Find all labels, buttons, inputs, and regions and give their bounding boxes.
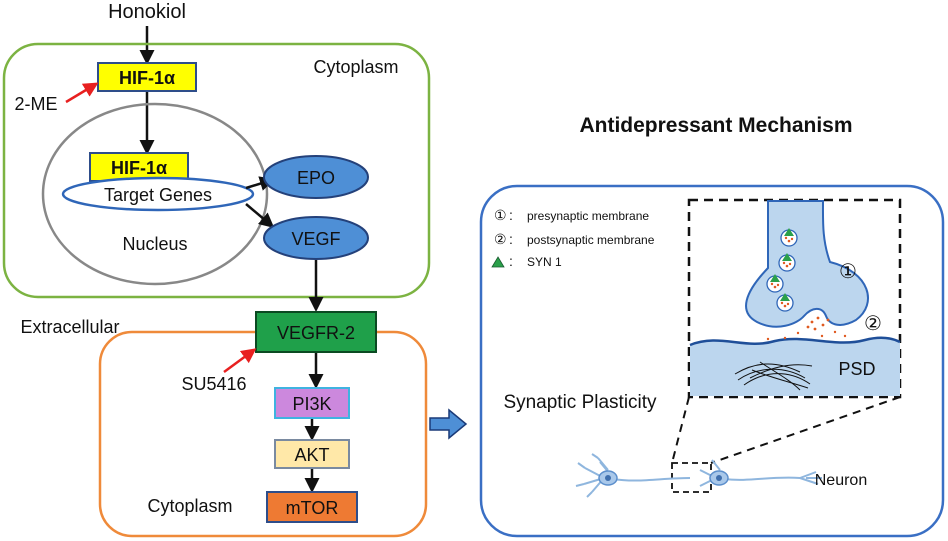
target-genes-ellipse — [61, 176, 255, 212]
hif-1a-cytoplasm-box — [97, 62, 197, 92]
cytoplasm-label-top: Cytoplasm — [313, 57, 398, 77]
zoom-guide-left — [671, 396, 690, 464]
nucleus-label: Nucleus — [122, 234, 187, 254]
neuron-illustration — [575, 453, 822, 498]
pi3k-box — [274, 387, 350, 419]
marker-presynaptic: ① — [839, 261, 857, 283]
legend-marker-2: ② — [494, 231, 507, 247]
neuron-nucleus-2 — [716, 475, 722, 481]
epo-label: EPO — [297, 168, 335, 188]
arrow-genes-to-vegf — [245, 203, 275, 228]
inhibitor-su5416-label: SU5416 — [181, 374, 246, 394]
inhibitor-2me-label: 2-ME — [14, 94, 57, 114]
mechanism-title: Antidepressant Mechanism — [579, 114, 852, 137]
marker-postsynaptic: ② — [864, 313, 882, 335]
legend-sep-3: : — [509, 253, 513, 269]
honokiol-label: Honokiol — [108, 1, 186, 23]
red-arrow-su5416 — [223, 348, 257, 374]
legend-text-presynaptic: presynaptic membrane — [527, 209, 649, 223]
mtor-box — [266, 491, 358, 523]
extracellular-label: Extracellular — [20, 317, 119, 337]
vegf-node — [263, 216, 369, 260]
akt-label: AKT — [294, 445, 329, 465]
nucleus-circle — [41, 102, 269, 286]
neuron-label: Neuron — [815, 472, 867, 489]
cytoplasm-box-top — [2, 42, 431, 299]
red-arrow-2me — [65, 82, 99, 104]
legend: ① : presynaptic membrane ② : postsynapti… — [491, 207, 655, 269]
legend-marker-1: ① — [494, 207, 507, 223]
syn1-icon — [782, 253, 792, 261]
epo-node — [263, 155, 369, 199]
neuron-nucleus-1 — [605, 475, 611, 481]
legend-text-postsynaptic: postsynaptic membrane — [527, 233, 655, 247]
legend-sep-2: : — [509, 231, 513, 247]
syn1-triangle-icon — [491, 256, 505, 268]
vegfr-2-label: VEGFR-2 — [277, 323, 355, 343]
syn1-icon — [780, 293, 790, 301]
synaptic-vesicles — [766, 228, 798, 312]
legend-sep-1: : — [509, 207, 513, 223]
postsynaptic-membrane — [689, 336, 901, 347]
vegfr-2-box — [255, 311, 377, 353]
psd-filaments — [734, 361, 813, 391]
syn1-icon — [770, 274, 780, 282]
flow-arrow-right — [429, 408, 468, 440]
mtor-label: mTOR — [286, 498, 339, 518]
akt-box — [274, 439, 350, 469]
presynaptic-terminal — [745, 200, 869, 328]
pi3k-label: PI3K — [292, 394, 331, 414]
legend-text-syn1: SYN 1 — [527, 255, 562, 269]
hif-1a-nucleus-label: HIF-1α — [111, 158, 167, 178]
synaptic-plasticity-label: Synaptic Plasticity — [503, 392, 657, 413]
synapse-panel-box — [479, 184, 945, 538]
target-genes-label: Target Genes — [104, 185, 212, 205]
hif-1a-nucleus-box — [89, 152, 189, 182]
zoom-guide-right — [710, 396, 901, 464]
psd-label: PSD — [838, 359, 875, 379]
cytoplasm-label-bottom: Cytoplasm — [147, 496, 232, 516]
hif-1a-cytoplasm-label: HIF-1α — [119, 68, 175, 88]
vegf-label: VEGF — [291, 229, 340, 249]
postsynaptic-fill — [690, 337, 900, 396]
syn1-icon — [784, 228, 794, 236]
neurotransmitter-dots — [766, 316, 847, 341]
